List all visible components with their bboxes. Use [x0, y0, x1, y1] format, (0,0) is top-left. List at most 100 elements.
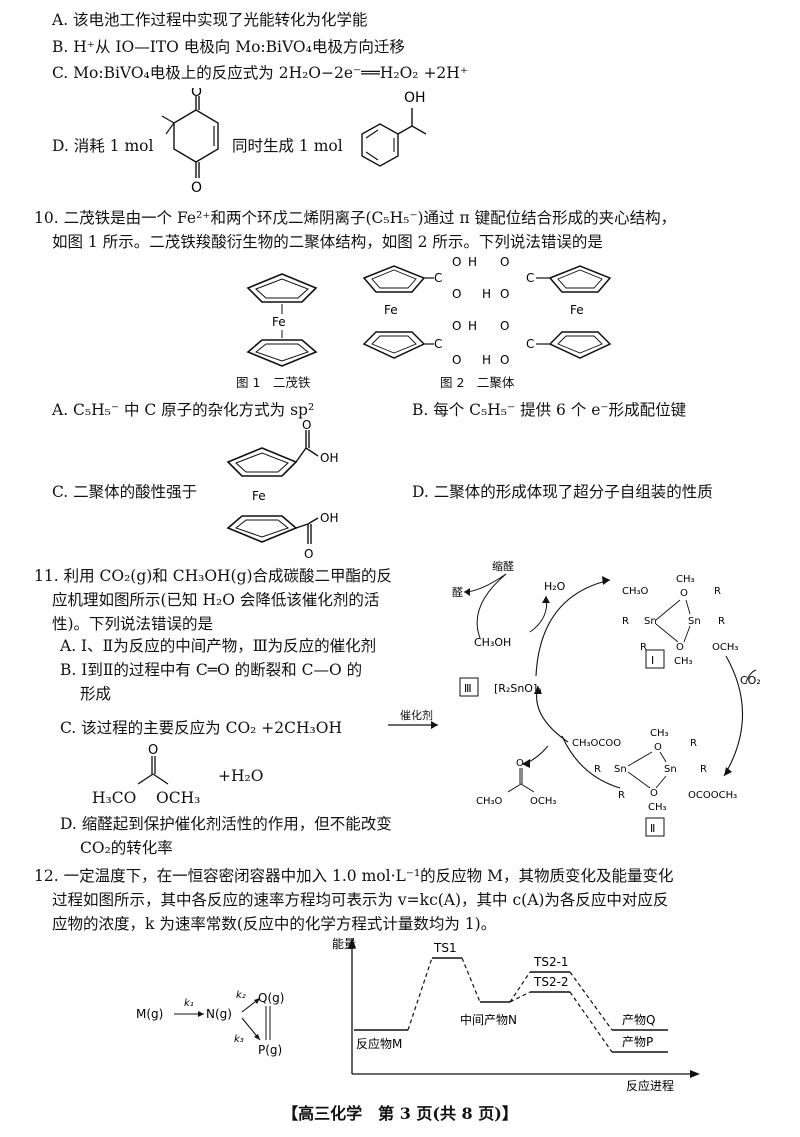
scheme-k2: k₂ [236, 990, 246, 1001]
mech-ii-ococh3: OCOOCH₃ [688, 790, 737, 801]
q11-option-b-line2: 形成 [80, 685, 112, 703]
dimer-o2: O [452, 287, 461, 301]
diacid-o-bottom: O [304, 547, 313, 561]
q10-option-a: A. C₅H₅⁻ 中 C 原子的杂化方式为 sp² [52, 401, 315, 419]
mech-i-o-bot: O [676, 642, 684, 653]
mech-ii-r4: R [618, 790, 625, 801]
q11-plus-water: +H₂O [218, 767, 264, 785]
q12-energy-diagram: 能量 反应进程 TS1 TS2-1 TS2-2 反应物M 中间产物N 产物Q 产… [332, 937, 700, 1093]
q9-option-d-middle: 同时生成 1 mol [232, 137, 343, 155]
dimer-fe-left: Fe [384, 303, 398, 317]
mech-i-r1: R [622, 616, 629, 627]
mech-box-ii: Ⅱ [650, 822, 655, 835]
q11-option-d-line1: D. 缩醛起到保护催化剂活性的作用，但不能改变 [60, 815, 392, 833]
mech-ii-r2: R [594, 764, 601, 775]
q10-fig2-caption: 图 2 二聚体 [440, 375, 515, 390]
mech-dmc-och3: OCH₃ [530, 796, 556, 807]
mech-i-r4: R [640, 642, 647, 653]
dimer-o7: O [500, 319, 509, 333]
dimer-h4: H [482, 353, 491, 367]
energy-ts21: TS2-1 [533, 955, 569, 969]
q10-dimer-figure: Fe Fe C O O H H O O C C O O H H O O C [362, 255, 612, 367]
diacid-fe: Fe [252, 489, 266, 503]
q10-stem-line1: 10. 二茂铁是由一个 Fe²⁺和两个环戊二烯阴离子(C₅H₅⁻)通过 π 键配… [34, 209, 677, 227]
dimer-c3: C [434, 337, 442, 351]
energy-reactant: 反应物M [356, 1036, 402, 1051]
mech-ii-sn2: Sn [664, 764, 677, 775]
mech-ii-ch3-top: CH₃ [650, 728, 669, 739]
dimer-h3: H [468, 319, 477, 333]
mech-i-ch3-bot: CH₃ [674, 656, 693, 667]
q11-dmc-och3: OCH₃ [156, 789, 201, 807]
mech-ch3oh: CH₃OH [474, 636, 511, 649]
q9-quinone-structure: O O [161, 88, 219, 196]
scheme-k1: k₁ [184, 998, 194, 1009]
mech-i-ch3o: CH₃O [622, 586, 649, 597]
q12-stem-line2: 过程如图所示，其中各反应的速率方程均可表示为 v=kc(A)，其中 c(A)为各… [52, 891, 669, 909]
q12-reaction-scheme: M(g) N(g) Q(g) P(g) k₁ k₂ k₃ [136, 990, 284, 1057]
quinone-o-top: O [191, 88, 202, 100]
mech-box-i: Ⅰ [651, 654, 654, 667]
q10-stem-line2: 如图 1 所示。二茂铁羧酸衍生物的二聚体结构，如图 2 所示。下列说法错误的是 [52, 233, 603, 251]
page-footer: 【高三化学 第 3 页(共 8 页)】 [282, 1104, 518, 1123]
dimer-o4: O [500, 287, 509, 301]
q11-stem-line1: 11. 利用 CO₂(g)和 CH₃OH(g)合成碳酸二甲酯的反 [34, 567, 393, 585]
q11-mechanism-diagram: 缩醛 醛 H₂O CH₃OH CO₂ [R₂SnO]ₙ Ⅲ Ⅰ Ⅱ CH₃O C… [452, 559, 761, 837]
q11-option-a: A. Ⅰ、Ⅱ为反应的中间产物，Ⅲ为反应的催化剂 [60, 637, 377, 655]
dimer-c4: C [526, 337, 534, 351]
q11-reaction-arrow [388, 721, 438, 729]
q9-option-a: A. 该电池工作过程中实现了光能转化为化学能 [52, 11, 368, 29]
mech-ii-ch3-bot: CH₃ [648, 802, 667, 813]
mech-i-sn1: Sn [644, 616, 657, 627]
mech-box-iii: Ⅲ [464, 682, 472, 695]
q10-fig1-caption: 图 1 二茂铁 [236, 375, 311, 390]
dimer-o6: O [452, 353, 461, 367]
scheme-p: P(g) [258, 1043, 282, 1057]
diacid-oh-bottom: OH [320, 511, 338, 525]
quinone-o-bottom: O [191, 180, 202, 196]
dimer-c1: C [434, 271, 442, 285]
mech-i-r3: R [714, 586, 721, 597]
q10-ferrocene-diacid: O OH Fe OH O [226, 420, 338, 561]
diacid-oh-top: OH [320, 451, 338, 465]
energy-product-q: 产物Q [622, 1013, 655, 1027]
mech-ii-ch3ocoo: CH₃OCOO [572, 738, 621, 749]
q12-stem-line1: 12. 一定温度下，在一恒容密闭容器中加入 1.0 mol·L⁻¹的反应物 M，… [34, 867, 674, 885]
q12-stem-line3: 应物的浓度，k 为速率常数(反应中的化学方程式计量数均为 1)。 [52, 915, 497, 933]
mech-ii-r1: R [690, 738, 697, 749]
phenylethanol-oh: OH [404, 90, 426, 106]
q9-option-b: B. H⁺从 IO—ITO 电极向 Mo:BiVO₄电极方向迁移 [52, 38, 405, 56]
dimer-h1: H [468, 255, 477, 269]
mech-i-r2: R [718, 616, 725, 627]
energy-intermediate: 中间产物N [460, 1012, 517, 1027]
mech-ii-r3: R [700, 764, 707, 775]
energy-ts22: TS2-2 [533, 975, 569, 989]
q11-option-b-line1: B. Ⅰ到Ⅱ的过程中有 C═O 的断裂和 C—O 的 [60, 661, 363, 679]
q11-stem-line2: 应机理如图所示(已知 H₂O 会降低该催化剂的活 [52, 591, 380, 609]
energy-ts1: TS1 [433, 941, 457, 955]
energy-xlabel: 反应进程 [626, 1078, 674, 1093]
mech-ii-sn1: Sn [614, 764, 627, 775]
dimer-h2: H [482, 287, 491, 301]
dimer-o1: O [452, 255, 461, 269]
mech-ii-o-bot: O [650, 788, 658, 799]
dimer-o5: O [452, 319, 461, 333]
mech-acetal: 缩醛 [492, 559, 514, 573]
q11-option-c: C. 该过程的主要反应为 CO₂ +2CH₃OH [60, 719, 342, 737]
dimer-fe-right: Fe [570, 303, 584, 317]
dimer-o8: O [500, 353, 509, 367]
mech-i-och3: OCH₃ [712, 642, 738, 653]
mech-h2o: H₂O [544, 580, 566, 593]
q11-option-d-line2: CO₂的转化率 [80, 839, 173, 857]
mech-aldehyde: 醛 [452, 585, 463, 599]
scheme-n: N(g) [206, 1007, 232, 1021]
mech-ii-o-top: O [654, 742, 662, 753]
scheme-q: Q(g) [258, 991, 284, 1005]
ferrocene-fe: Fe [272, 315, 286, 329]
q11-stem-line3: 性)。下列说法错误的是 [52, 615, 214, 633]
mech-dmc-ch3o: CH₃O [476, 796, 503, 807]
q9-option-d-prefix: D. 消耗 1 mol [52, 137, 154, 155]
q10-option-b: B. 每个 C₅H₅⁻ 提供 6 个 e⁻形成配位键 [412, 401, 687, 419]
scheme-m: M(g) [136, 1007, 163, 1021]
q11-dmc-h3co: H₃CO [92, 789, 137, 807]
